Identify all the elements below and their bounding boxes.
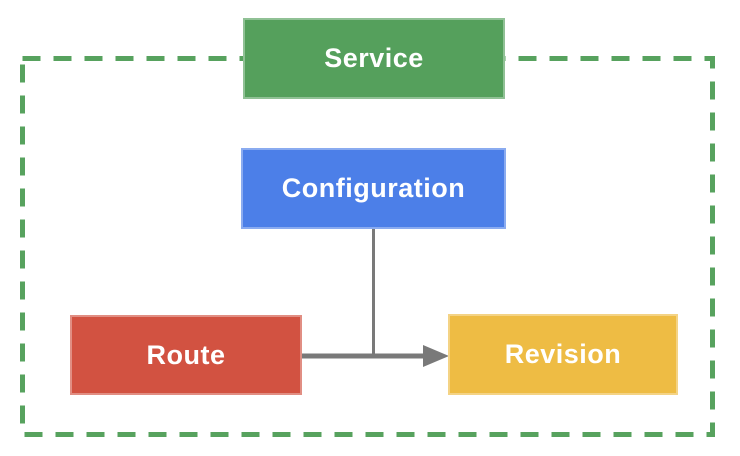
node-service: Service: [243, 18, 505, 99]
node-revision-label: Revision: [504, 339, 622, 369]
node-configuration: Configuration: [241, 148, 506, 229]
node-configuration-label: Configuration: [281, 173, 466, 203]
node-service-label: Service: [324, 43, 424, 73]
arrow-head-icon: [423, 345, 449, 367]
node-route: Route: [70, 315, 302, 395]
node-route-label: Route: [146, 339, 226, 370]
node-revision: Revision: [448, 314, 678, 395]
